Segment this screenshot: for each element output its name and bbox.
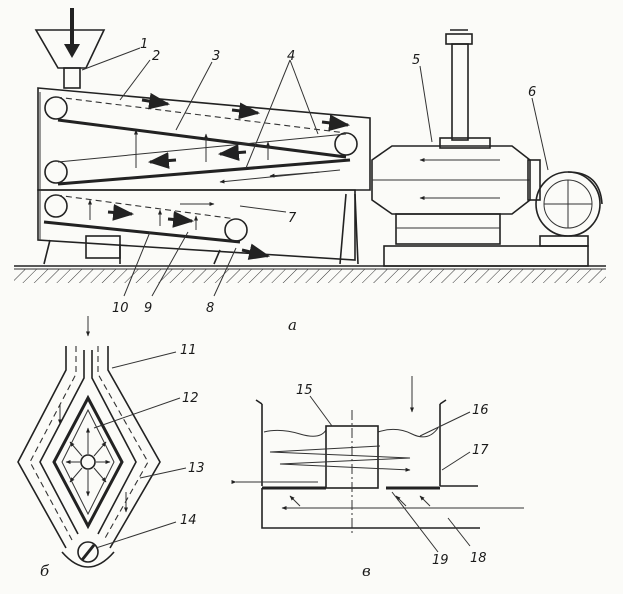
leaders-a [81,47,549,297]
label-12: 12 [182,391,199,406]
label-19: 19 [432,553,449,568]
label-9: 9 [144,301,152,316]
label-5: 5 [412,53,420,68]
view-b: 11 12 13 14 б [17,316,205,580]
label-11: 11 [180,343,197,358]
label-17: 17 [472,443,489,458]
middle-conveyor [44,129,351,186]
view-a: 1 2 3 4 5 6 7 8 9 10 а [14,8,606,334]
view-v: 15 16 17 18 19 в [231,376,524,580]
label-1: 1 [140,37,148,52]
upper-conveyor [44,92,358,159]
radiating-arrows [65,427,111,497]
label-7: 7 [288,211,297,226]
caption-b: б [40,562,50,580]
label-2: 2 [152,49,160,64]
label-16: 16 [472,403,489,418]
label-6: 6 [528,85,536,100]
label-3: 3 [212,49,220,64]
ground [14,265,606,283]
feed-hopper [34,8,106,89]
label-13: 13 [188,461,205,476]
label-15: 15 [296,383,313,398]
label-10: 10 [112,301,129,316]
air-heater [371,29,589,267]
fan [527,159,603,247]
label-4: 4 [287,49,295,64]
label-8: 8 [206,301,214,316]
lower-conveyor [43,194,271,260]
caption-v: в [362,562,371,580]
caption-a: а [288,316,297,334]
label-18: 18 [470,551,487,566]
dryer-housing [37,87,371,265]
label-14: 14 [180,513,197,528]
